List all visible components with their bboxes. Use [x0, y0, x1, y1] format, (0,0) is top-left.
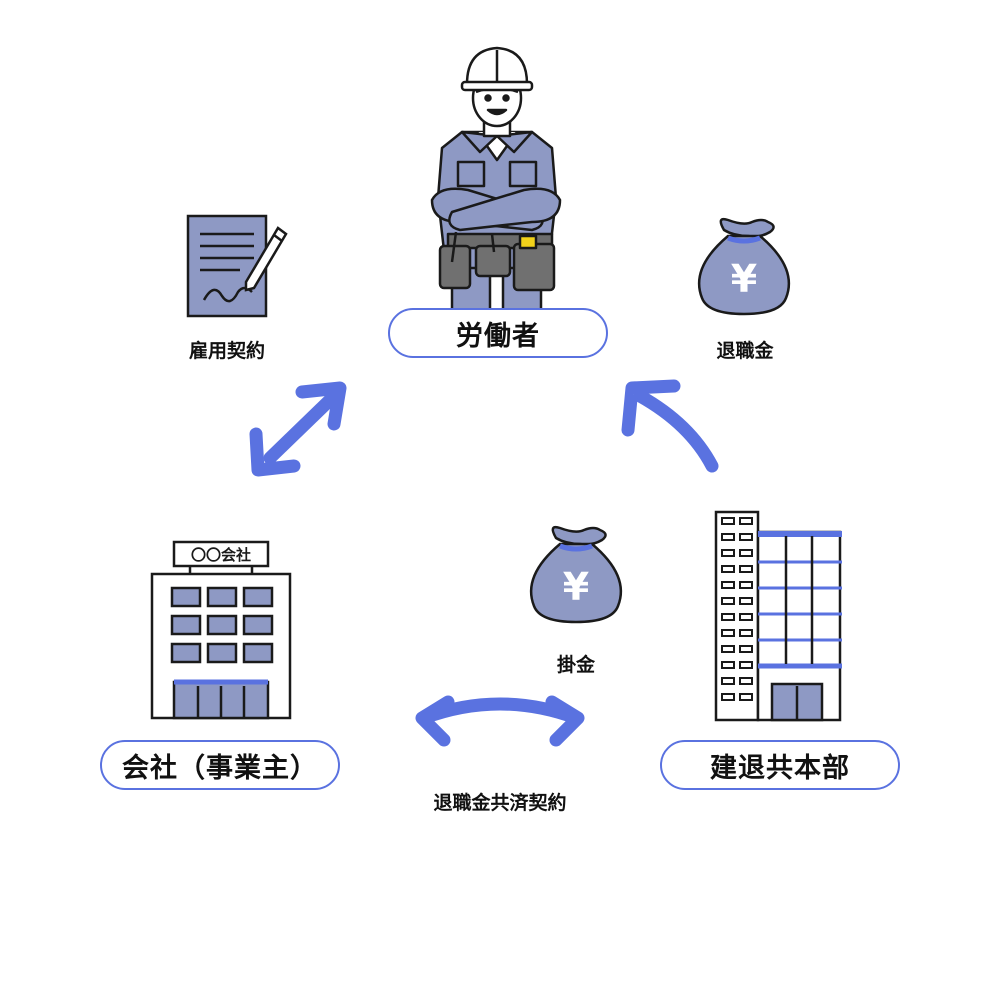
yen-symbol: ¥	[731, 257, 757, 301]
premium-label: 掛金	[556, 654, 596, 676]
mutual-aid-contract-label: 退職金共済契約	[433, 792, 567, 814]
contract-document-icon	[186, 214, 288, 318]
headquarters-building-icon	[714, 510, 842, 722]
worker-label: 労働者	[456, 320, 540, 352]
retirement-payment-arrow	[621, 379, 719, 473]
construction-worker-icon	[430, 46, 562, 312]
worker-node: 労働者	[388, 308, 608, 358]
mutual-aid-contract-arrow	[415, 695, 585, 747]
employment-contract-arrow	[249, 381, 347, 477]
retirement-money-label: 退職金	[716, 340, 774, 362]
employment-contract-label: 雇用契約	[188, 340, 266, 362]
company-node: 会社（事業主）	[100, 740, 340, 790]
money-bag-icon: ¥	[529, 525, 623, 624]
company-label: 会社（事業主）	[122, 752, 318, 784]
company-sign-text: 〇〇会社	[191, 546, 251, 564]
yen-symbol: ¥	[563, 565, 589, 609]
money-bag-icon: ¥	[697, 217, 791, 316]
kentai-label: 建退共本部	[710, 752, 850, 784]
company-building-icon: 〇〇会社	[150, 540, 292, 720]
kentai-node: 建退共本部	[660, 740, 900, 790]
